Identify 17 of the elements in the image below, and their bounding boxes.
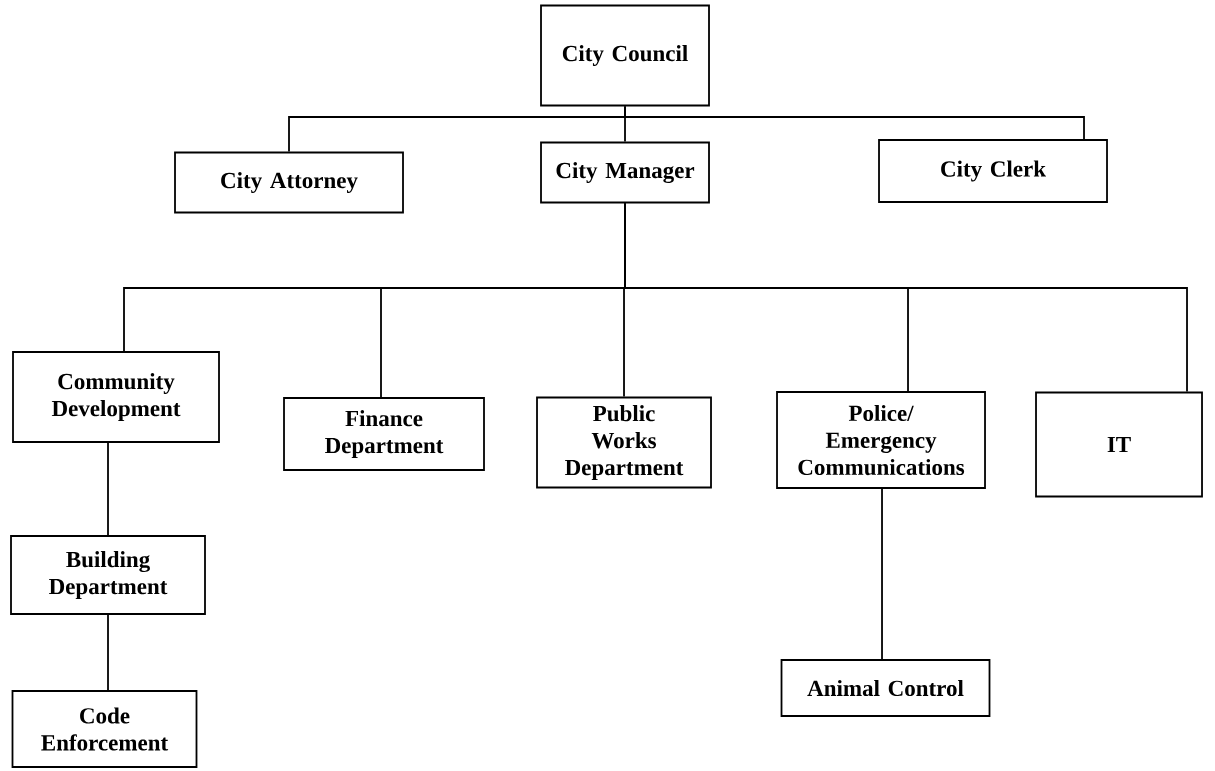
org-box: Community Development (12, 351, 220, 443)
connector-line (881, 488, 883, 660)
org-box: Building Department (10, 535, 206, 615)
org-box: Police/ Emergency Communications (776, 391, 986, 489)
org-box: City Manager (540, 141, 710, 204)
org-box: City Clerk (878, 139, 1108, 203)
org-box: City Council (540, 4, 710, 107)
connector-line (107, 442, 109, 536)
org-box: Code Enforcement (11, 690, 198, 768)
connector-line (107, 614, 109, 691)
connector-line (624, 202, 1188, 393)
connector-line (624, 105, 1085, 140)
org-box: IT (1035, 391, 1203, 498)
org-box: City Attorney (174, 151, 404, 214)
org-box: Animal Control (780, 659, 991, 717)
org-box: Public Works Department (536, 396, 712, 489)
org-box: Finance Department (283, 397, 485, 471)
